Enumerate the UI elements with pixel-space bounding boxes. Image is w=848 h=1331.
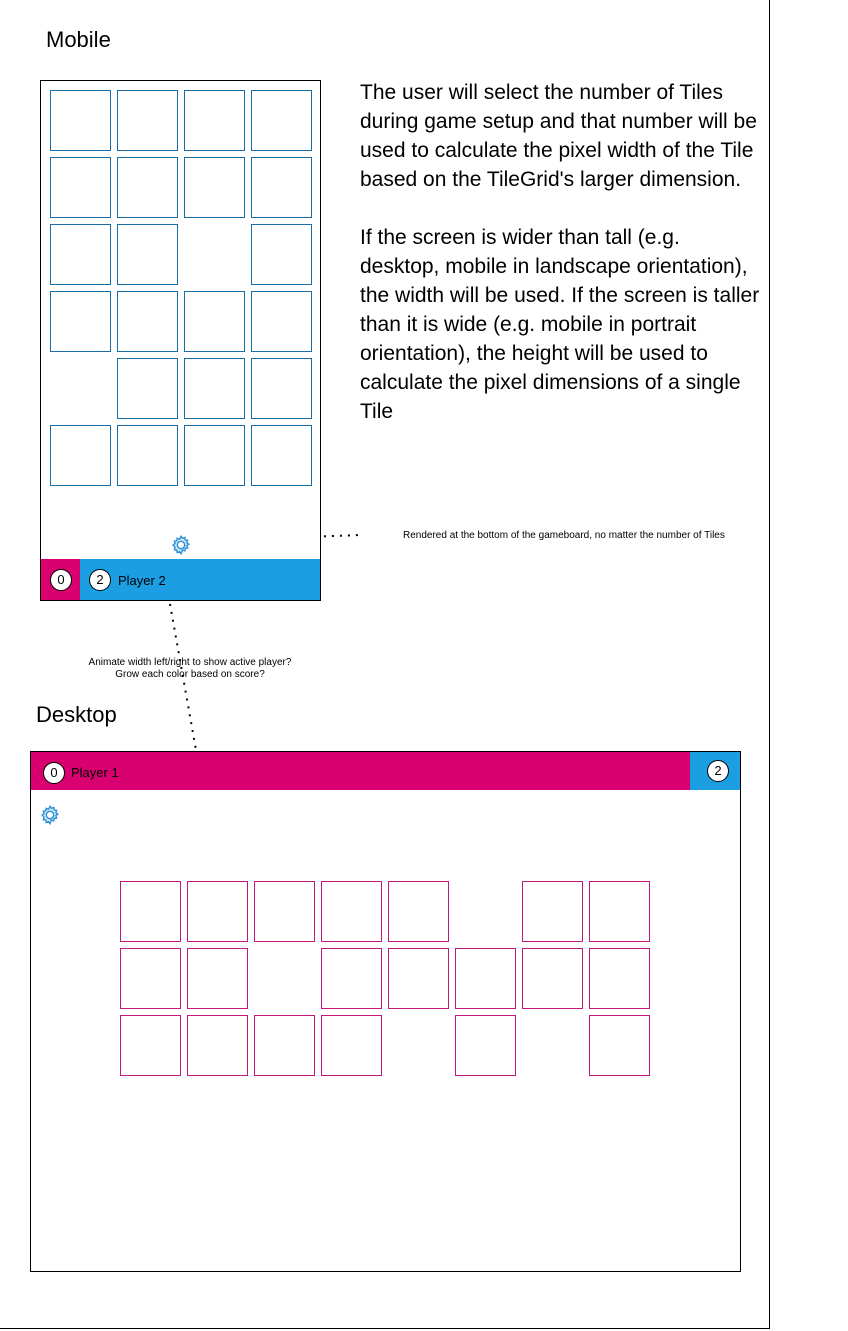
tile[interactable] bbox=[254, 1015, 315, 1076]
tile[interactable] bbox=[117, 157, 178, 218]
tile[interactable] bbox=[187, 1015, 248, 1076]
desktop-player1-bar: 0 Player 1 bbox=[31, 752, 690, 790]
tile[interactable] bbox=[589, 948, 650, 1009]
tile[interactable] bbox=[120, 948, 181, 1009]
tile[interactable] bbox=[50, 224, 111, 285]
mobile-player1-score: 0 bbox=[50, 569, 72, 591]
desktop-player1-score: 0 bbox=[43, 762, 65, 784]
tile[interactable] bbox=[589, 881, 650, 942]
desktop-player1-label: Player 1 bbox=[71, 765, 119, 780]
tile[interactable] bbox=[455, 948, 516, 1009]
mobile-player1-bar: 0 bbox=[41, 559, 80, 600]
description-paragraph-1: The user will select the number of Tiles… bbox=[360, 81, 757, 191]
tile[interactable] bbox=[184, 291, 245, 352]
tile[interactable] bbox=[251, 425, 312, 486]
desktop-player2-bar: 2 bbox=[690, 752, 740, 790]
tile[interactable] bbox=[589, 1015, 650, 1076]
mobile-heading: Mobile bbox=[46, 27, 111, 52]
tile[interactable] bbox=[321, 1015, 382, 1076]
tile[interactable] bbox=[184, 358, 245, 419]
tile[interactable] bbox=[388, 948, 449, 1009]
mobile-player2-label: Player 2 bbox=[118, 573, 166, 588]
gear-icon[interactable] bbox=[170, 534, 192, 556]
scorebar-connector bbox=[169, 603, 197, 751]
tile[interactable] bbox=[117, 224, 178, 285]
tile[interactable] bbox=[251, 291, 312, 352]
tile[interactable] bbox=[522, 881, 583, 942]
tile[interactable] bbox=[50, 425, 111, 486]
settings-connector bbox=[195, 534, 361, 542]
tile[interactable] bbox=[455, 1015, 516, 1076]
tile[interactable] bbox=[187, 881, 248, 942]
tile[interactable] bbox=[184, 425, 245, 486]
tile[interactable] bbox=[117, 291, 178, 352]
tile[interactable] bbox=[120, 1015, 181, 1076]
tile[interactable] bbox=[251, 224, 312, 285]
tile[interactable] bbox=[251, 358, 312, 419]
description-paragraph-2: If the screen is wider than tall (e.g. d… bbox=[360, 226, 760, 423]
tile[interactable] bbox=[50, 157, 111, 218]
tile[interactable] bbox=[388, 881, 449, 942]
tile[interactable] bbox=[522, 948, 583, 1009]
tile[interactable] bbox=[184, 90, 245, 151]
gear-icon[interactable] bbox=[39, 804, 61, 826]
page-frame bbox=[0, 0, 770, 1329]
tile[interactable] bbox=[187, 948, 248, 1009]
tile[interactable] bbox=[321, 948, 382, 1009]
tile[interactable] bbox=[117, 425, 178, 486]
desktop-player2-score: 2 bbox=[707, 760, 729, 782]
scorebar-note-line-2: Grow each color based on score? bbox=[115, 669, 265, 680]
desktop-heading: Desktop bbox=[36, 702, 117, 727]
tile[interactable] bbox=[50, 90, 111, 151]
tile[interactable] bbox=[117, 90, 178, 151]
scorebar-note: Animate width left/right to show active … bbox=[40, 657, 340, 681]
tile[interactable] bbox=[251, 90, 312, 151]
mobile-gameboard: 0 2 Player 2 bbox=[40, 80, 321, 601]
mobile-player2-bar: 2 Player 2 bbox=[80, 559, 320, 600]
mobile-player2-score: 2 bbox=[89, 569, 111, 591]
tile[interactable] bbox=[50, 291, 111, 352]
desktop-gameboard: 0 Player 1 2 bbox=[30, 751, 741, 1272]
tile[interactable] bbox=[251, 157, 312, 218]
tile[interactable] bbox=[184, 157, 245, 218]
tile[interactable] bbox=[254, 881, 315, 942]
settings-note: Rendered at the bottom of the gameboard,… bbox=[403, 530, 725, 541]
grid-sizing-description: The user will select the number of Tiles… bbox=[360, 78, 760, 455]
tile[interactable] bbox=[120, 881, 181, 942]
tile[interactable] bbox=[117, 358, 178, 419]
tile[interactable] bbox=[321, 881, 382, 942]
scorebar-note-line-1: Animate width left/right to show active … bbox=[88, 657, 292, 668]
